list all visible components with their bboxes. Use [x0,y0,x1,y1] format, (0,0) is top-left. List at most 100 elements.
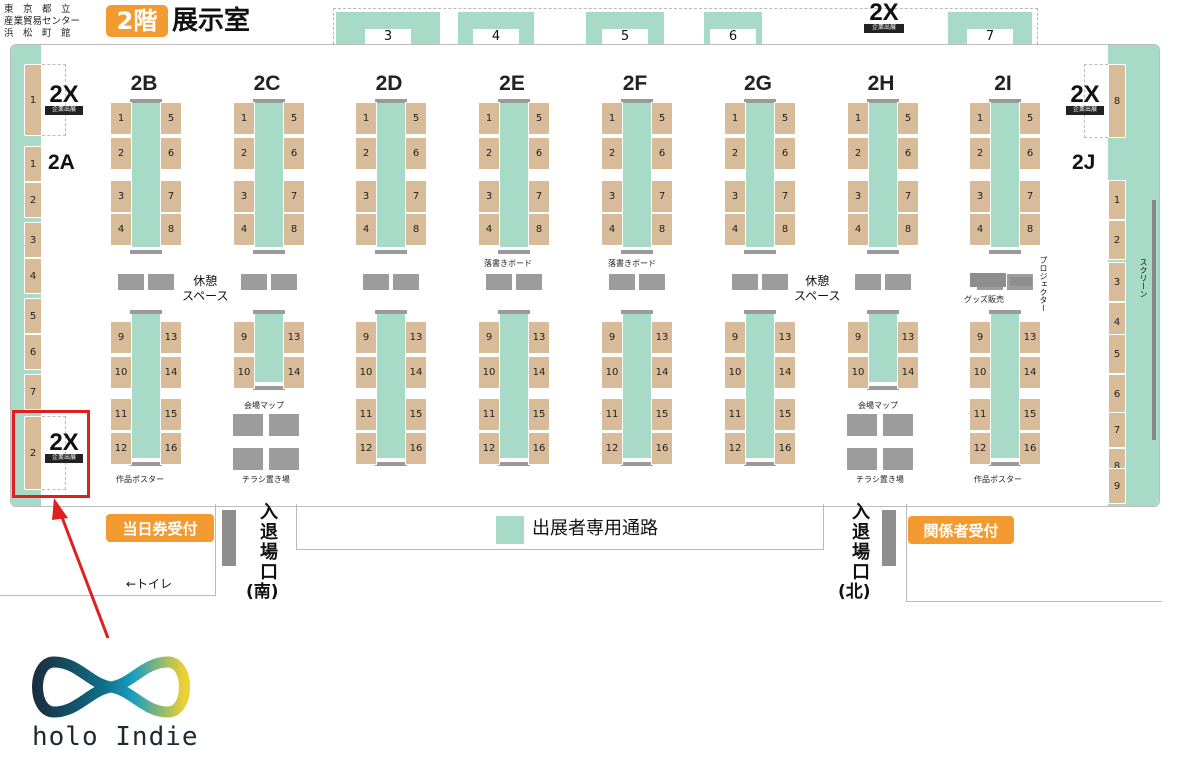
booth[interactable]: 15 [1019,398,1041,431]
booth[interactable]: 11 [355,398,377,431]
booth[interactable]: 2 [478,137,500,170]
booth[interactable]: 2 [355,137,377,170]
booth[interactable]: 16 [405,432,427,465]
booth[interactable]: 5 [651,102,673,135]
top-booth-7[interactable]: 7 [948,12,1032,44]
booth[interactable]: 9 [355,321,377,354]
booth[interactable]: 16 [774,432,796,465]
booth[interactable]: 13 [651,321,673,354]
booth[interactable]: 2 [724,137,746,170]
booth[interactable]: 8 [1019,213,1041,246]
booth[interactable]: 1 [233,102,255,135]
booth[interactable]: 6 [405,137,427,170]
booth[interactable]: 3 [110,180,132,213]
booth[interactable]: 7 [1019,180,1041,213]
right-x-booth[interactable]: 8 [1108,64,1126,138]
booth[interactable]: 4 [724,213,746,246]
left-booth[interactable]: 2 [24,182,42,218]
booth[interactable]: 8 [774,213,796,246]
booth[interactable]: 5 [283,102,305,135]
booth[interactable]: 3 [601,180,623,213]
left-booth[interactable]: 6 [24,334,42,370]
booth[interactable]: 9 [969,321,991,354]
booth[interactable]: 6 [774,137,796,170]
booth[interactable]: 10 [724,356,746,389]
booth[interactable]: 2 [110,137,132,170]
booth[interactable]: 7 [405,180,427,213]
booth[interactable]: 13 [283,321,305,354]
left-booth[interactable]: 7 [24,374,42,410]
booth[interactable]: 1 [969,102,991,135]
booth[interactable]: 8 [160,213,182,246]
booth[interactable]: 5 [897,102,919,135]
booth[interactable]: 10 [601,356,623,389]
left-booth[interactable]: 1 [24,146,42,182]
booth[interactable]: 6 [897,137,919,170]
top-booth-5[interactable]: 5 [586,12,664,44]
booth[interactable]: 12 [601,432,623,465]
right-booth[interactable]: 1 [1108,180,1126,220]
booth[interactable]: 13 [774,321,796,354]
right-booth[interactable]: 5 [1108,334,1126,374]
booth[interactable]: 9 [724,321,746,354]
booth[interactable]: 3 [847,180,869,213]
booth[interactable]: 7 [774,180,796,213]
booth[interactable]: 9 [110,321,132,354]
booth[interactable]: 16 [528,432,550,465]
booth[interactable]: 13 [1019,321,1041,354]
left-x-booth[interactable]: 1 [24,64,42,136]
booth[interactable]: 12 [355,432,377,465]
booth[interactable]: 14 [283,356,305,389]
right-booth[interactable]: 2 [1108,220,1126,260]
booth[interactable]: 5 [774,102,796,135]
booth[interactable]: 4 [478,213,500,246]
booth[interactable]: 11 [724,398,746,431]
booth[interactable]: 16 [160,432,182,465]
booth[interactable]: 16 [1019,432,1041,465]
booth[interactable]: 4 [110,213,132,246]
booth[interactable]: 10 [355,356,377,389]
booth[interactable]: 4 [601,213,623,246]
booth[interactable]: 5 [160,102,182,135]
booth[interactable]: 5 [1019,102,1041,135]
booth[interactable]: 4 [355,213,377,246]
right-booth[interactable]: 7 [1108,412,1126,448]
booth[interactable]: 9 [601,321,623,354]
booth[interactable]: 8 [405,213,427,246]
left-booth[interactable]: 4 [24,258,42,294]
left-booth[interactable]: 5 [24,298,42,334]
left-x-booth[interactable]: 2 [24,416,42,490]
booth[interactable]: 1 [478,102,500,135]
booth[interactable]: 14 [651,356,673,389]
booth[interactable]: 3 [724,180,746,213]
right-booth[interactable]: 3 [1108,262,1126,302]
booth[interactable]: 1 [847,102,869,135]
booth[interactable]: 6 [651,137,673,170]
booth[interactable]: 4 [969,213,991,246]
booth[interactable]: 6 [1019,137,1041,170]
booth[interactable]: 12 [110,432,132,465]
booth[interactable]: 11 [478,398,500,431]
booth[interactable]: 8 [651,213,673,246]
booth[interactable]: 4 [233,213,255,246]
booth[interactable]: 8 [528,213,550,246]
booth[interactable]: 9 [847,321,869,354]
booth[interactable]: 7 [160,180,182,213]
booth[interactable]: 1 [355,102,377,135]
booth[interactable]: 7 [283,180,305,213]
booth[interactable]: 7 [528,180,550,213]
booth[interactable]: 14 [528,356,550,389]
booth[interactable]: 8 [897,213,919,246]
booth[interactable]: 2 [847,137,869,170]
booth[interactable]: 15 [651,398,673,431]
booth[interactable]: 14 [160,356,182,389]
booth[interactable]: 13 [528,321,550,354]
booth[interactable]: 14 [1019,356,1041,389]
booth[interactable]: 11 [969,398,991,431]
booth[interactable]: 16 [651,432,673,465]
booth[interactable]: 3 [969,180,991,213]
booth[interactable]: 15 [160,398,182,431]
booth[interactable]: 14 [774,356,796,389]
booth[interactable]: 2 [601,137,623,170]
right-booth[interactable]: 9 [1108,468,1126,504]
